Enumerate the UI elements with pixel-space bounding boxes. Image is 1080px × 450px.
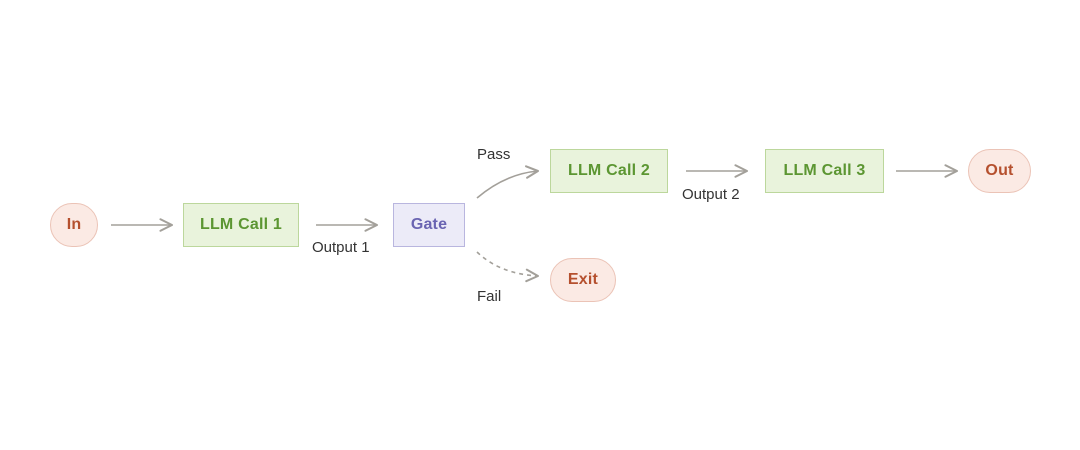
edge-gate-to-exit <box>476 251 540 283</box>
edge-label-fail: Fail <box>477 288 502 305</box>
edge-label-pass: Pass <box>477 146 511 163</box>
node-exit: Exit <box>550 258 616 302</box>
edge-gate-to-llm-call-2 <box>476 165 540 199</box>
node-in: In <box>50 203 98 247</box>
node-out: Out <box>968 149 1031 193</box>
node-llm-call-2: LLM Call 2 <box>550 149 668 193</box>
node-llm-call-3: LLM Call 3 <box>765 149 884 193</box>
edge-label-output-2: Output 2 <box>682 186 740 203</box>
node-llm-call-1: LLM Call 1 <box>183 203 299 247</box>
edge-label-output-1: Output 1 <box>312 239 370 256</box>
node-gate: Gate <box>393 203 465 247</box>
